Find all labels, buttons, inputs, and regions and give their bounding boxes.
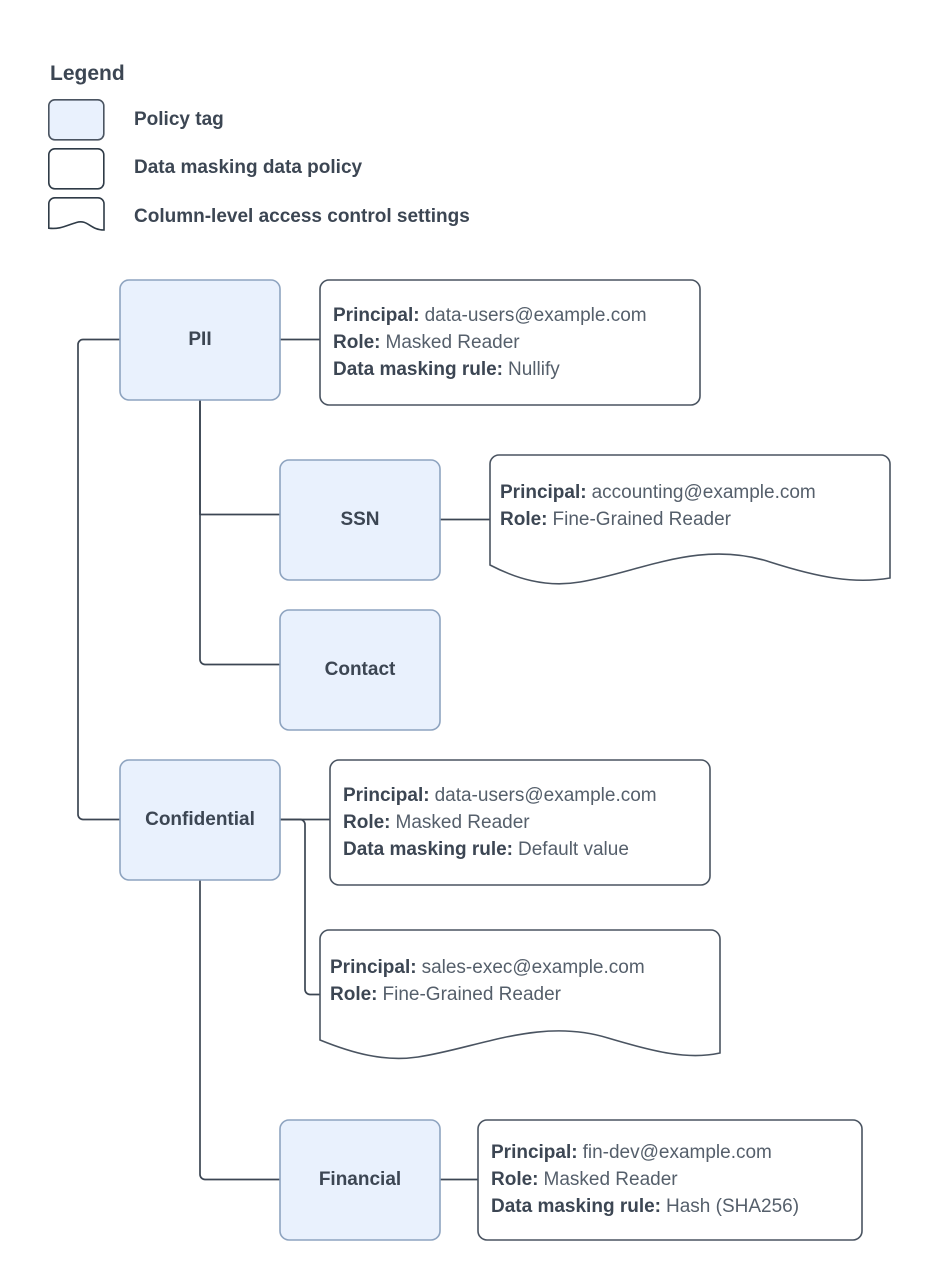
detail-pii-line-2: Role:Masked Reader [333, 332, 520, 353]
node-confidential-label: Confidential [145, 809, 255, 830]
detail-confidential-2-line-2: Role:Fine-Grained Reader [330, 984, 562, 1005]
node-pii[interactable]: PII [119, 279, 281, 401]
detail-pii-line-3: Data masking rule:Nullify [333, 359, 560, 380]
legend-swatch-policy-tag-icon [47, 99, 105, 141]
node-ssn-shape[interactable] [279, 459, 441, 581]
node-pii-label: PII [188, 329, 211, 350]
node-pii-shape[interactable] [119, 279, 281, 401]
legend-label-data-masking-policy: Data masking data policy [134, 157, 363, 178]
detail-ssn-shape [489, 454, 891, 585]
connector-pii-to-contact [199, 400, 280, 666]
connectors [77, 338, 490, 1181]
legend-swatch-column-access-control-icon [48, 197, 105, 231]
node-contact-shape[interactable] [279, 609, 441, 731]
legend-label-column-access-control: Column-level access control settings [134, 206, 470, 227]
detail-pii-line-1: Principal:data-users@example.com [333, 305, 647, 326]
node-contact[interactable]: Contact [279, 609, 441, 731]
detail-ssn-line-2: Role:Fine-Grained Reader [500, 509, 732, 530]
legend-item-policy-tag: Policy tag [47, 99, 224, 141]
detail-financial-shape [477, 1119, 863, 1241]
node-ssn-label: SSN [340, 509, 379, 530]
node-financial-label: Financial [319, 1169, 401, 1190]
legend-item-column-access-control: Column-level access control settings [48, 197, 470, 231]
detail-confidential-line-3: Data masking rule:Default value [343, 839, 629, 860]
node-ssn[interactable]: SSN [279, 459, 441, 581]
detail-financial-line-1: Principal:fin-dev@example.com [491, 1142, 772, 1163]
detail-pii-shape [319, 279, 701, 406]
legend-title: Legend [50, 62, 125, 85]
legend-label-policy-tag: Policy tag [134, 109, 224, 130]
detail-confidential: Principal:data-users@example.com Role:Ma… [329, 759, 711, 886]
detail-financial: Principal:fin-dev@example.com Role:Maske… [477, 1119, 863, 1241]
detail-pii: Principal:data-users@example.com Role:Ma… [319, 279, 701, 406]
detail-financial-line-3: Data masking rule:Hash (SHA256) [491, 1196, 799, 1217]
connector-pii-to-ssn [199, 400, 280, 516]
detail-confidential-2-shape [319, 929, 721, 1060]
detail-confidential-line-1: Principal:data-users@example.com [343, 785, 657, 806]
node-confidential-shape[interactable] [119, 759, 281, 881]
connector-root-trunk [77, 338, 120, 821]
legend-swatch-data-masking-policy-icon [47, 148, 105, 190]
detail-confidential-2: Principal:sales-exec@example.com Role:Fi… [319, 929, 721, 1060]
legend: Legend Policy tag Data masking data poli… [47, 62, 470, 231]
detail-ssn-line-1: Principal:accounting@example.com [500, 482, 816, 503]
detail-confidential-line-2: Role:Masked Reader [343, 812, 530, 833]
detail-confidential-shape [329, 759, 711, 886]
node-financial-shape[interactable] [279, 1119, 441, 1241]
detail-confidential-2-line-1: Principal:sales-exec@example.com [330, 957, 645, 978]
connector-confidential-to-financial [199, 880, 280, 1181]
detail-financial-line-2: Role:Masked Reader [491, 1169, 678, 1190]
connector-confidential-to-detail-2 [280, 818, 320, 996]
node-financial[interactable]: Financial [279, 1119, 441, 1241]
detail-ssn: Principal:accounting@example.com Role:Fi… [489, 454, 891, 585]
node-contact-label: Contact [325, 659, 396, 680]
legend-item-data-masking-policy: Data masking data policy [47, 148, 363, 190]
node-confidential[interactable]: Confidential [119, 759, 281, 881]
